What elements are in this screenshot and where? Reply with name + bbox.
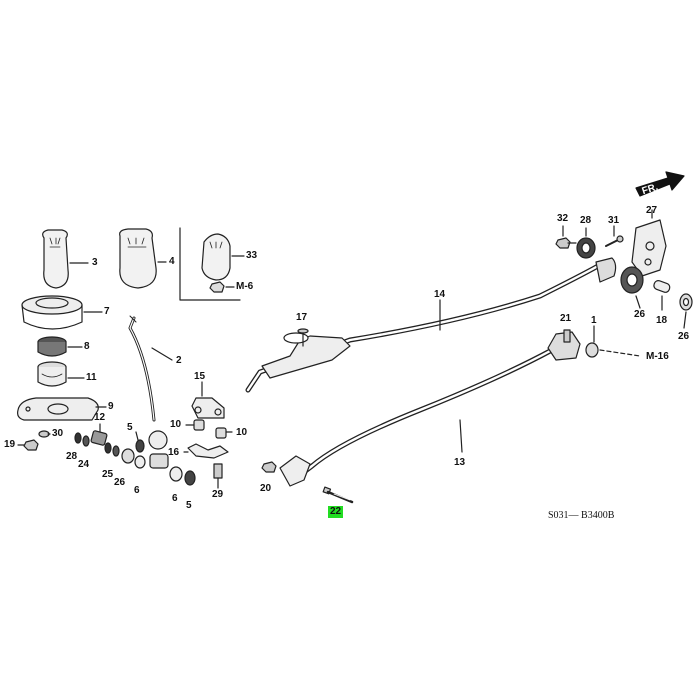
washer-29 <box>38 430 51 438</box>
callout-7: 7 <box>104 306 110 317</box>
callout-22: 18 <box>656 315 668 326</box>
bushing-8 <box>37 336 83 357</box>
link-19 <box>191 381 225 419</box>
callout-28-right: 29 <box>212 489 224 500</box>
bushing-17 <box>576 227 596 259</box>
callout-27-highlighted: 22 <box>328 506 344 518</box>
callout-32: 33 <box>246 250 258 261</box>
washer-18 <box>679 293 693 329</box>
bracket-line <box>179 227 241 301</box>
callout-28-left: 28 <box>66 451 78 462</box>
screw-30 <box>605 225 624 247</box>
callout-26-b: 25 <box>102 469 114 480</box>
shift-knob-32 <box>201 233 245 281</box>
callout-3: 3 <box>92 257 98 268</box>
callout-26-a: 24 <box>78 459 90 470</box>
callout-17: 28 <box>580 215 592 226</box>
callout-20: 16 <box>168 447 180 458</box>
callout-12: 12 <box>94 412 106 423</box>
nut-23 <box>17 439 39 451</box>
callout-15: 26 <box>634 309 646 320</box>
nut-24 <box>261 461 277 473</box>
bolt-21 <box>297 328 309 347</box>
callout-5-right: 5 <box>186 500 192 511</box>
clip-1 <box>585 325 641 358</box>
bolt-31 <box>555 225 577 249</box>
callout-24: 20 <box>260 483 272 494</box>
bushing-10-left <box>185 419 205 431</box>
callout-4: 4 <box>169 256 175 267</box>
shift-cable-13 <box>279 331 581 487</box>
pin-22 <box>653 280 671 311</box>
callout-25: 21 <box>560 313 572 324</box>
collar-6-5-right <box>169 466 196 486</box>
select-cable-14 <box>245 257 617 393</box>
plate-9 <box>17 397 107 421</box>
front-direction-arrow <box>635 171 685 197</box>
callout-6-left: 6 <box>134 485 140 496</box>
callout-31: 32 <box>557 213 569 224</box>
shift-knob-4 <box>119 228 167 289</box>
bolt-28-right <box>213 463 223 489</box>
bushing-11 <box>37 361 85 387</box>
callout-10-right: 10 <box>236 427 248 438</box>
callout-16: 27 <box>646 205 658 216</box>
callout-11: 11 <box>86 372 97 383</box>
bolt-27 <box>322 486 354 504</box>
callout-23: 19 <box>4 439 16 450</box>
callout-30: 31 <box>608 215 620 226</box>
callout-10-left: 10 <box>170 419 182 430</box>
shift-boot-7 <box>21 295 103 330</box>
callout-14: 14 <box>434 289 446 300</box>
grommet-15 <box>620 266 644 309</box>
callout-21: 17 <box>296 312 308 323</box>
callout-2: 2 <box>176 355 182 366</box>
callout-6-right: 6 <box>172 493 178 504</box>
callout-33: M-6 <box>236 281 254 292</box>
callout-19: 15 <box>194 371 206 382</box>
callout-5-left: 5 <box>127 422 133 433</box>
small-parts-group <box>74 423 135 464</box>
callout-9: 9 <box>108 401 114 412</box>
callout-13: 13 <box>454 457 466 468</box>
pin-25 <box>563 329 571 343</box>
shift-lever-2 <box>128 315 173 469</box>
callout-29: 30 <box>52 428 64 439</box>
bracket-16 <box>631 209 667 277</box>
callout-18: 26 <box>678 331 690 342</box>
callout-26-c: 26 <box>114 477 126 488</box>
drawing-code: S031— B3400B <box>548 510 615 521</box>
callout-8: 8 <box>84 341 90 352</box>
callout-1: 1 <box>591 315 597 326</box>
bracket-20 <box>183 443 229 459</box>
callout-m6: M-16 <box>646 351 669 362</box>
shift-knob-3 <box>42 229 89 289</box>
nut-33 <box>209 281 235 293</box>
collar-5-6-left <box>134 431 146 469</box>
bushing-10-right <box>215 427 233 439</box>
